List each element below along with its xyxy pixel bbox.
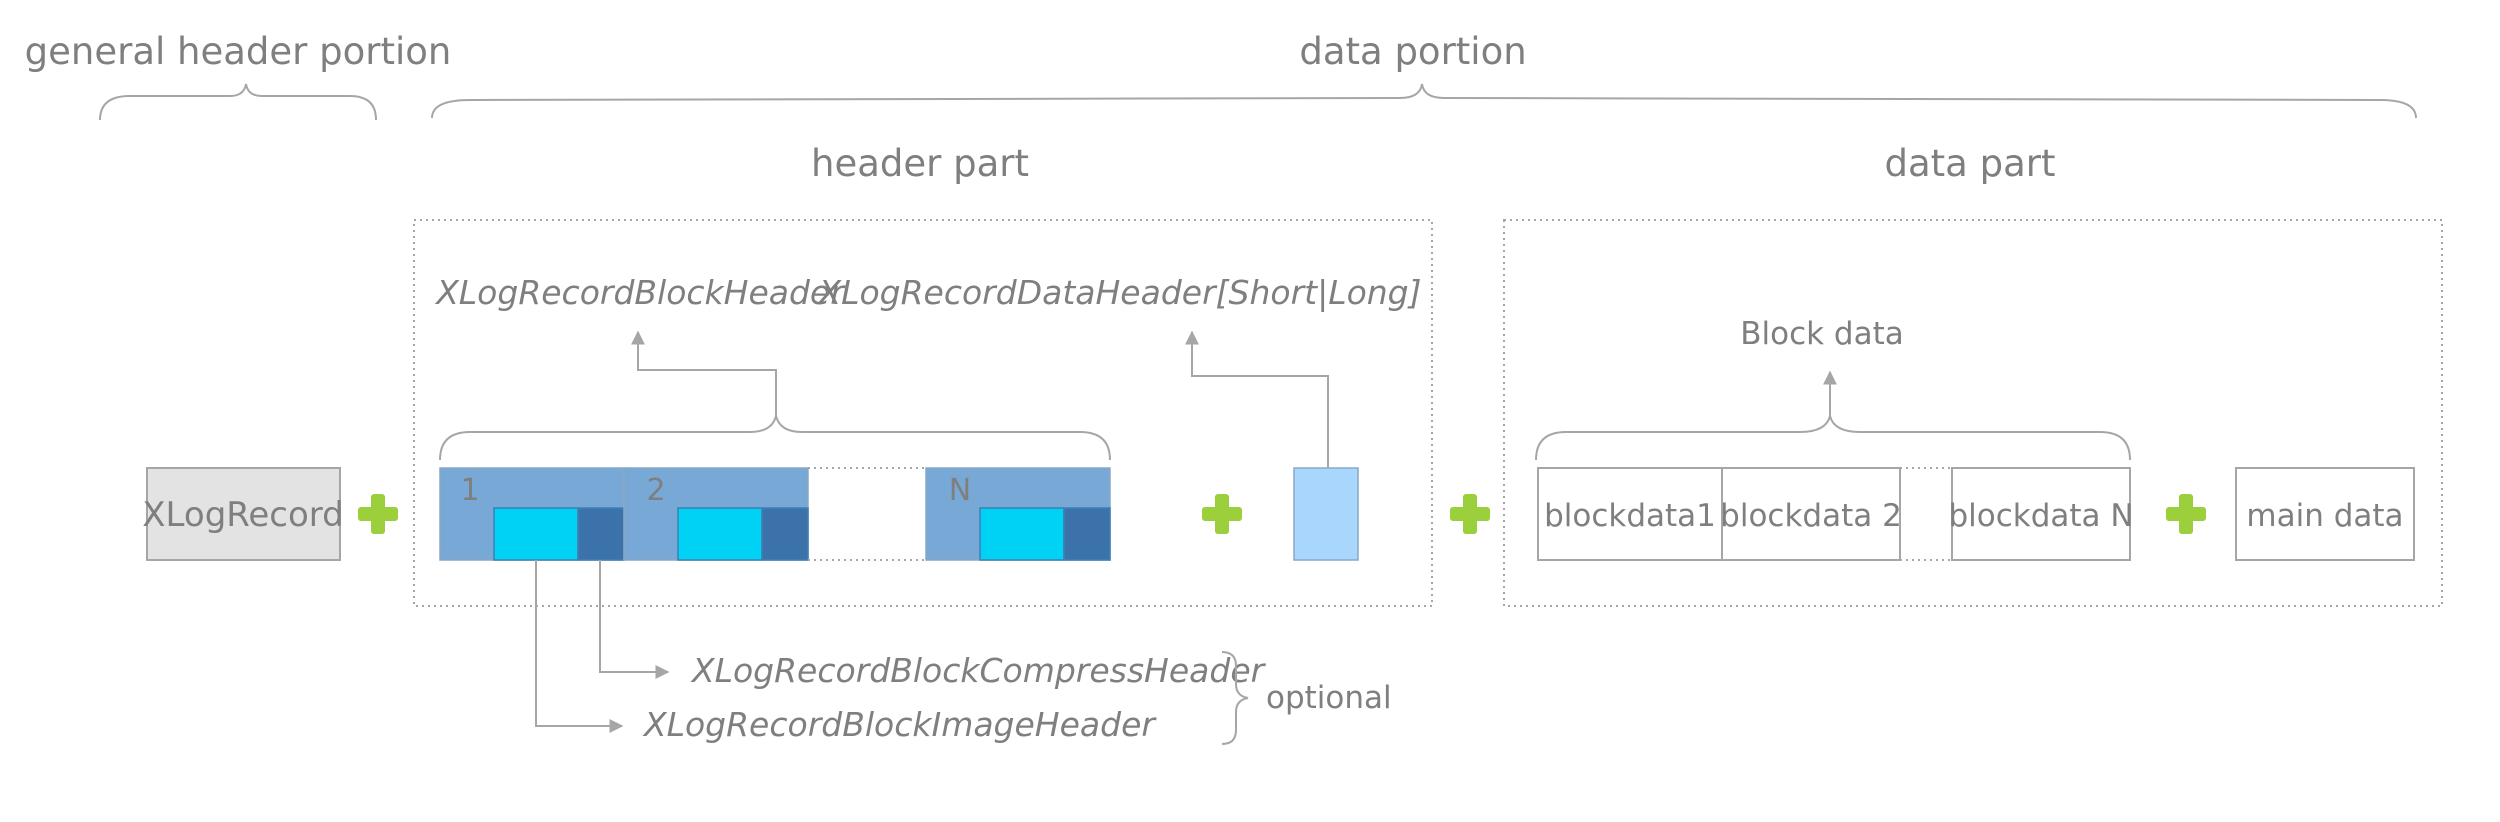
compress-header-part: [761, 507, 809, 561]
optional-label: optional: [1266, 680, 1392, 716]
image-header-label: XLogRecordBlockImageHeader: [642, 705, 1157, 744]
compress-header-arrow: [599, 560, 670, 679]
data-header-type-label: XLogRecordDataHeader[Short|Long]: [816, 273, 1421, 312]
block-header-number: 2: [646, 473, 665, 508]
image-header-part: [493, 507, 579, 561]
data-part-container: [1503, 219, 2443, 607]
compress-header-part: [1063, 507, 1111, 561]
block-header-number: N: [949, 473, 971, 508]
xlogrecord-box: [146, 467, 341, 561]
compress-header-part: [577, 507, 625, 561]
plus-icon: [2166, 494, 2206, 534]
main-data-label: main data: [2246, 498, 2403, 534]
data-portion-label: data portion: [1299, 30, 1526, 73]
blockdata-box: [1951, 467, 2131, 561]
image-header-part: [677, 507, 763, 561]
block-headers-brace: [439, 415, 1111, 461]
image-header-part: [979, 507, 1065, 561]
blockdata-label: blockdata 2: [1720, 498, 1902, 534]
compress-header-label: XLogRecordBlockCompressHeader: [690, 651, 1267, 690]
blockdata-label: blockdata1: [1544, 498, 1716, 534]
main-data-box: [2235, 467, 2415, 561]
image-header-arrow: [535, 560, 624, 733]
block-data-label: Block data: [1740, 316, 1904, 352]
data-portion-brace: [431, 83, 2417, 119]
block-header-arrow: [631, 330, 777, 416]
plus-icon: [358, 494, 398, 534]
optional-brace: [1221, 651, 1249, 745]
header-part-label: header part: [811, 142, 1029, 185]
block-header-type-label: XLogRecordBlockHeader: [434, 273, 846, 312]
blockdata-box: [1721, 467, 1901, 561]
block-header-number: 1: [460, 473, 479, 508]
data-header-arrow: [1185, 330, 1329, 468]
data-header-box: [1293, 467, 1359, 561]
data-part-label: data part: [1885, 142, 2056, 185]
plus-icon: [1202, 494, 1242, 534]
blockdata-label: blockdata N: [1948, 498, 2133, 534]
block-data-brace: [1535, 415, 2131, 461]
general-header-portion-label: general header portion: [25, 30, 452, 73]
general-header-brace: [99, 83, 377, 121]
plus-icon: [1450, 494, 1490, 534]
xlogrecord-label: XLogRecord: [142, 495, 344, 535]
